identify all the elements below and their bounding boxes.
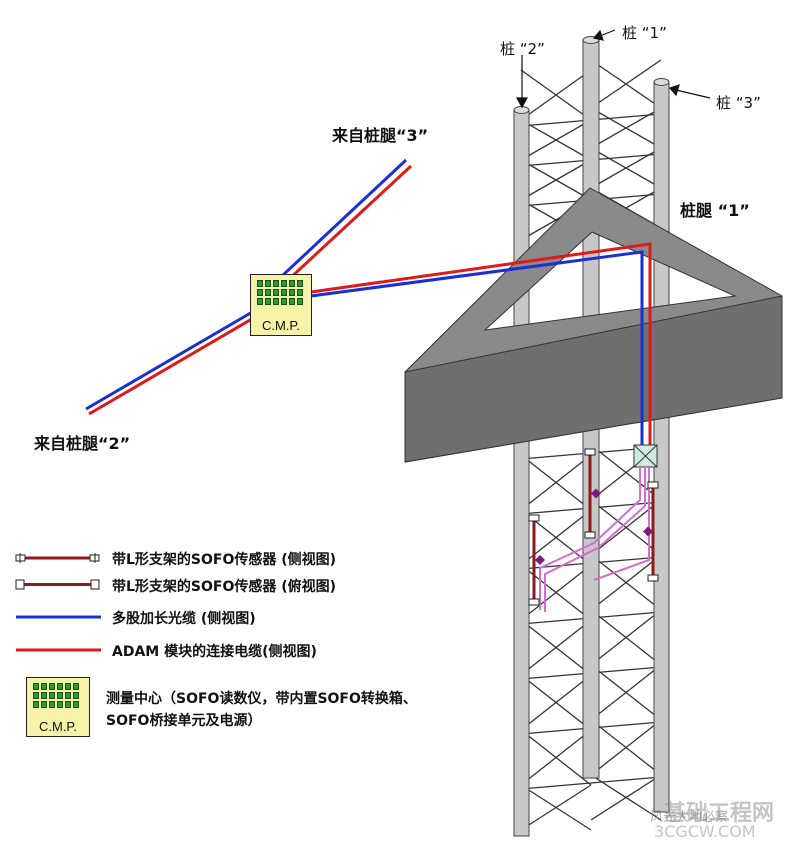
pile-2 (513, 106, 530, 837)
pile-3-label: 桩 “3” (716, 94, 761, 112)
sofo-sensors (528, 448, 659, 606)
pile-label-arrows (515, 29, 711, 109)
sofo-sensor-side-icon (15, 553, 100, 563)
legend-connection-cable-text: ADAM 模块的连接电缆(侧视图) (112, 644, 317, 660)
cmp-box-diagram: C.M.P. (250, 274, 312, 336)
legend-sensor-top-text: 带L形支架的SOFO传感器 (俯视图) (112, 579, 337, 595)
cmp-label: C.M.P. (261, 318, 301, 333)
platform-deck (404, 187, 783, 463)
cmp-legend-label: C.M.P. (38, 719, 78, 734)
sofo-sensor-top-icon (15, 579, 100, 590)
from-leg-2-label: 来自桩腿“2” (34, 434, 131, 453)
junction-box (633, 444, 658, 468)
cable-from-leg3 (280, 158, 413, 283)
legend-optical-cable-text: 多股加长光缆 (侧视图) (112, 611, 256, 627)
cmp-icon: C.M.P. (26, 677, 90, 737)
pile-2-label: 桩 “2” (500, 40, 545, 58)
sofo-sensor (528, 514, 545, 606)
pile-1-label: 桩 “1” (622, 24, 667, 42)
legend-icons (15, 553, 101, 652)
cable-to-leg1 (310, 242, 652, 445)
cmp-chip-grid (257, 280, 303, 305)
cable-from-leg2 (85, 309, 258, 416)
sensor-cables (539, 467, 650, 612)
cmp-chip-grid-legend (33, 683, 79, 708)
legend-cmp-text-line1: 测量中心（SOFO读数仪，带内置SOFO转换箱、 (106, 691, 417, 707)
leg-1-label: 桩腿 “1” (680, 201, 750, 220)
legend-cmp-text-line2: SOFO桥接单元及电源） (106, 713, 262, 729)
watermark-title: 基础工程网 (664, 801, 775, 826)
legend-sensor-side-text: 带L形支架的SOFO传感器 (侧视图) (112, 552, 337, 568)
from-leg-3-label: 来自桩腿“3” (332, 126, 429, 145)
sofo-sensor (584, 448, 601, 539)
watermark-url: 3CGCW.COM (654, 822, 756, 841)
sofo-sensor (643, 481, 659, 582)
watermark-note: 风光大地必察 (650, 810, 729, 825)
